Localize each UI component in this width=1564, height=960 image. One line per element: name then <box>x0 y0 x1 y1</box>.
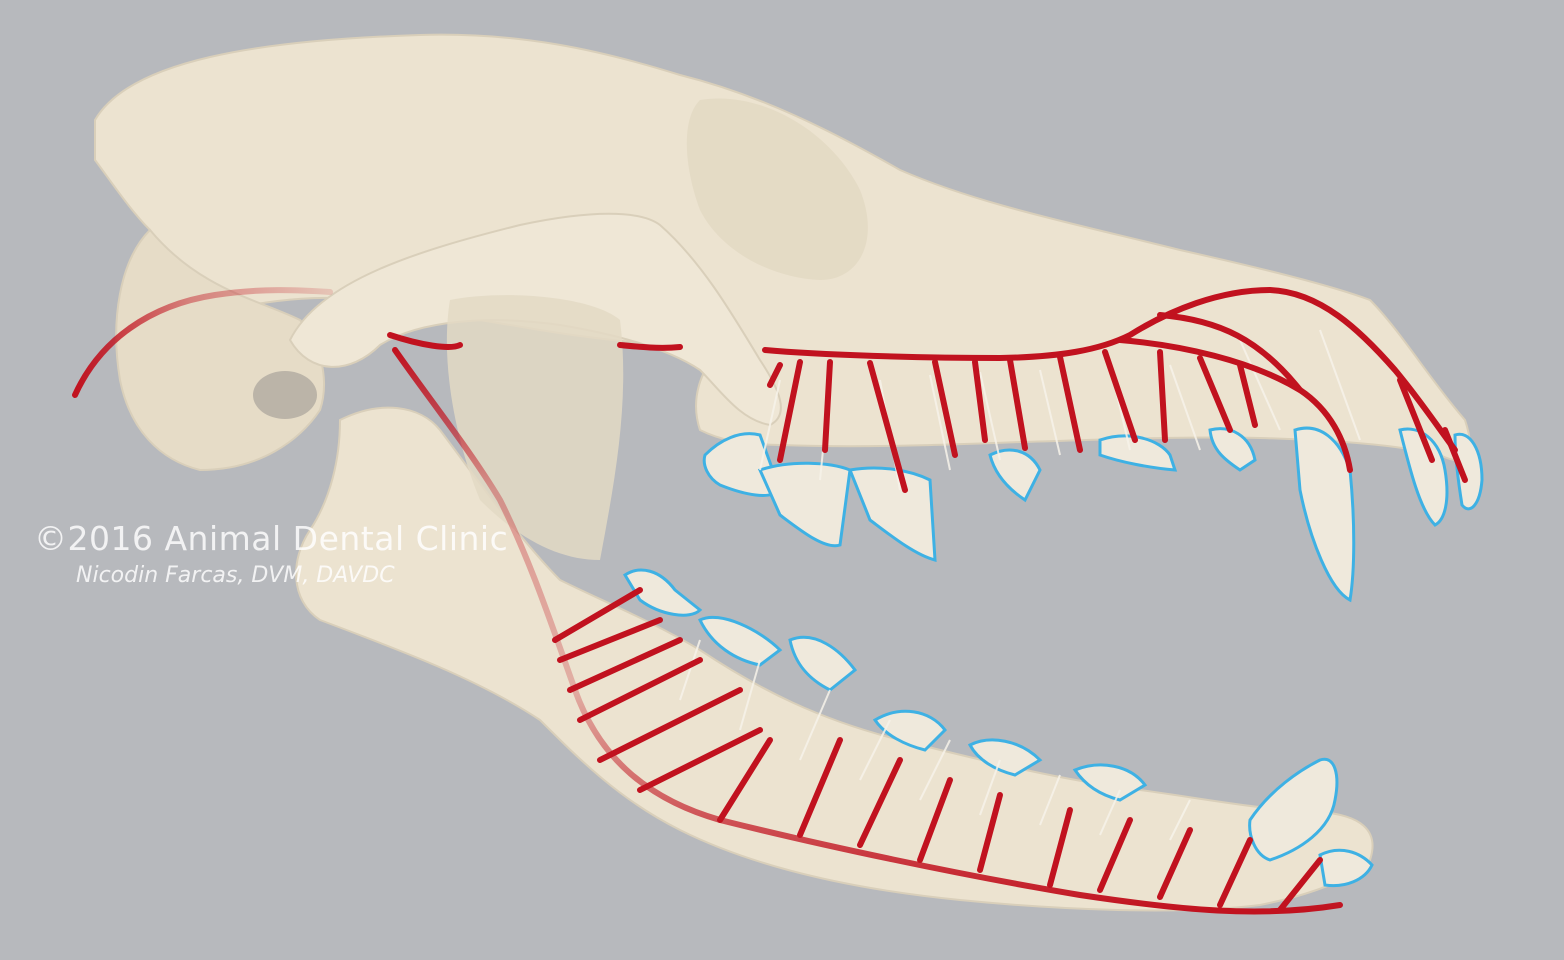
upper-teeth <box>702 426 1484 603</box>
infraorbital-segment-2 <box>617 342 683 351</box>
upper-branch-b <box>1157 312 1303 393</box>
blood-vessels <box>72 286 1468 915</box>
maxillary-artery-arc <box>72 287 333 398</box>
lower-teeth <box>622 568 1374 888</box>
lower-root-canals <box>679 639 1191 841</box>
mandibular-canal <box>392 347 1343 915</box>
infraorbital-segment <box>387 332 463 350</box>
tympanic-bulla <box>253 371 317 419</box>
upper-main-vessel <box>762 286 1458 453</box>
mandible-ramus <box>446 295 624 560</box>
orbit <box>686 98 868 280</box>
